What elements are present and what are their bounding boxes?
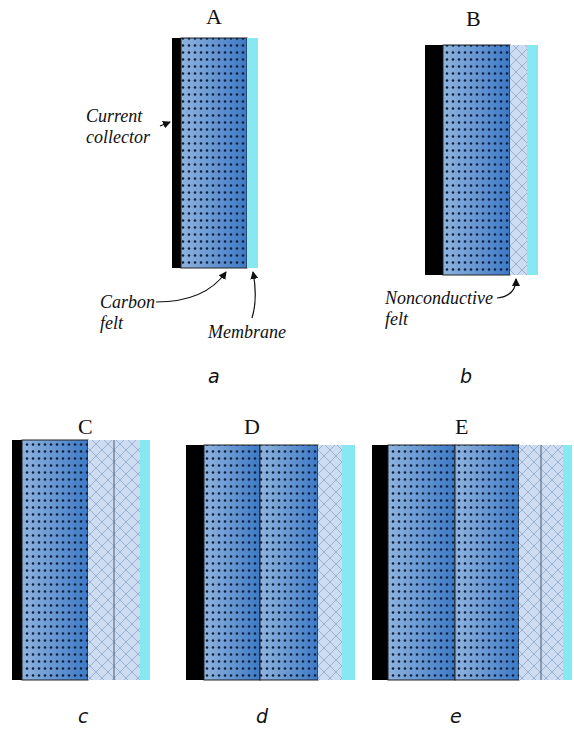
panel-caption: b bbox=[460, 366, 472, 388]
part-label: Current collector bbox=[86, 106, 162, 147]
part-label: Membrane bbox=[208, 322, 286, 343]
panel-letter: E bbox=[455, 414, 468, 439]
panel-letter: D bbox=[244, 414, 260, 439]
panel-letter: A bbox=[206, 4, 222, 29]
panel-caption: e bbox=[450, 706, 462, 728]
part-label: Carbon felt bbox=[100, 292, 160, 333]
panel-caption: c bbox=[78, 706, 88, 728]
part-label: Nonconductive felt bbox=[385, 288, 510, 329]
panel-letter: C bbox=[78, 414, 93, 439]
panel-letter: B bbox=[466, 6, 481, 31]
panel-caption: d bbox=[256, 706, 268, 728]
panel-caption: a bbox=[208, 366, 220, 388]
